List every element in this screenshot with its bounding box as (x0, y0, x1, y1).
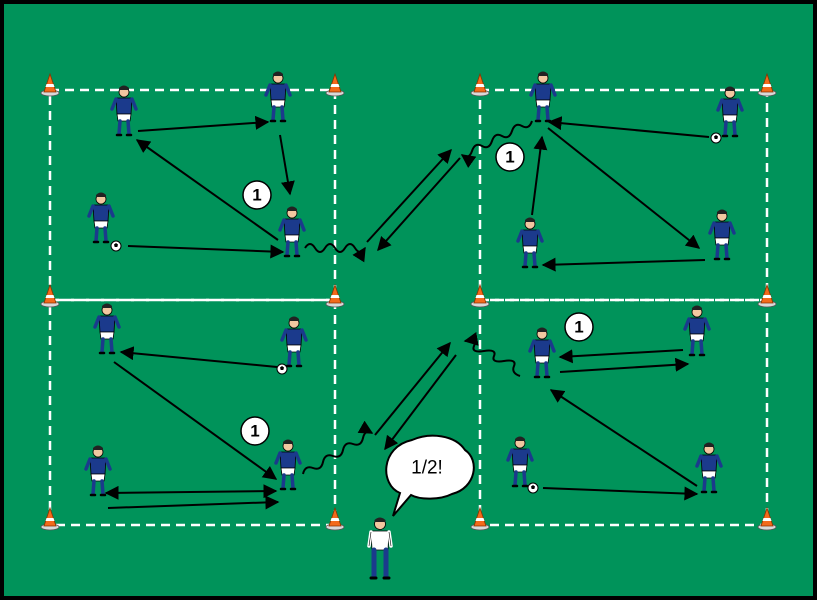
ball-icon (110, 240, 122, 252)
arrow-icon (135, 139, 279, 241)
ball-icon (276, 363, 288, 375)
ball-icon (527, 482, 539, 494)
arrow-icon (549, 389, 698, 487)
dribble-path-icon (302, 420, 374, 475)
number-marker: 1 (564, 312, 594, 342)
arrow-icon (366, 148, 452, 243)
coach-shout-text: 1/2! (411, 458, 443, 479)
arrow-icon (384, 354, 457, 451)
arrow-icon (279, 134, 295, 196)
arrow-icon (107, 495, 280, 510)
dribble-path-icon (460, 120, 533, 169)
zone-top-right (478, 88, 769, 302)
arrow-icon (374, 341, 451, 436)
ball-icon (710, 132, 722, 144)
arrow-icon (113, 361, 278, 480)
dribble-paths (302, 120, 533, 475)
speech-bubble-icon: 1/2! (385, 434, 475, 517)
arrow-icon (104, 484, 278, 500)
arrow-icon (547, 127, 701, 249)
dribble-path-icon (304, 243, 366, 263)
coach-icon (367, 517, 393, 580)
dribble-path-icon (463, 332, 521, 377)
zone-lines (48, 88, 769, 527)
arrow-icon (119, 346, 278, 368)
number-label: 1 (250, 422, 259, 441)
arrow-icon (377, 157, 461, 252)
number-marker: 1 (240, 416, 270, 446)
arrow-icon (558, 349, 684, 364)
number-label: 1 (252, 186, 261, 205)
zone-bottom-right (478, 298, 769, 527)
arrow-icon (137, 115, 270, 132)
number-label: 1 (574, 318, 583, 337)
arrow-icon (541, 257, 706, 272)
arrow-icon (127, 244, 285, 259)
arrow-icon (542, 486, 699, 501)
number-marker: 1 (495, 142, 525, 172)
arrow-icon (559, 357, 690, 373)
zone-bottom-left (48, 298, 337, 527)
number-label: 1 (505, 148, 514, 167)
pass-arrows (104, 115, 710, 510)
number-marker: 1 (242, 180, 272, 210)
arrow-icon (531, 135, 548, 216)
arrow-icon (547, 116, 710, 138)
